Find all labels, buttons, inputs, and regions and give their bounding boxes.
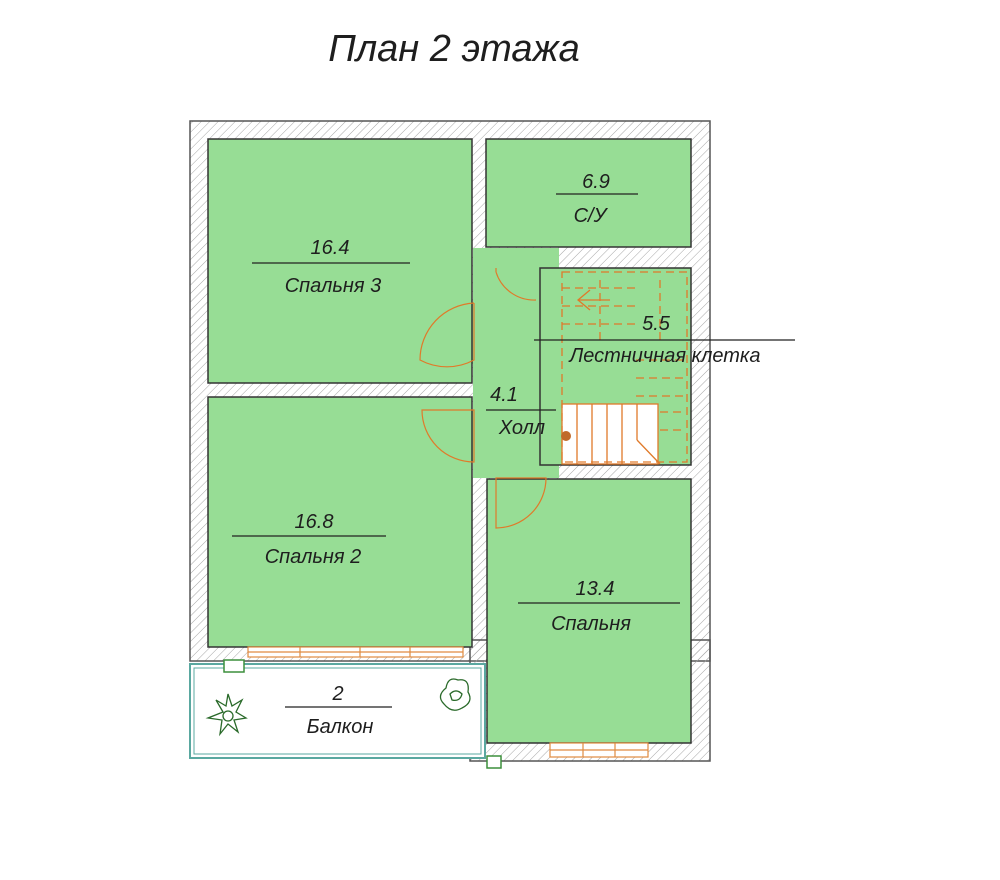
label-bathroom: 6.9 С/У xyxy=(556,171,638,227)
area-stairwell: 5.5 xyxy=(642,313,671,335)
area-bedroom: 13.4 xyxy=(576,578,615,600)
name-hall: Холл xyxy=(498,417,545,439)
room-bathroom xyxy=(485,138,692,248)
plan-title: План 2 этажа xyxy=(328,28,580,70)
name-bedroom3: Спальня 3 xyxy=(285,275,382,297)
name-stairwell: Лестничная клетка xyxy=(568,345,761,367)
name-balcony: Балкон xyxy=(307,716,374,738)
room-bedroom3 xyxy=(207,138,473,384)
plant-icon xyxy=(439,678,471,711)
area-hall: 4.1 xyxy=(490,384,518,406)
label-hall: 4.1 Холл xyxy=(486,384,556,439)
windows xyxy=(247,646,649,758)
label-bedroom3: 16.4 Спальня 3 xyxy=(252,237,410,297)
label-balcony: 2 Балкон xyxy=(285,683,392,738)
staircase xyxy=(561,271,688,465)
name-bedroom: Спальня xyxy=(551,613,631,635)
name-bathroom: С/У xyxy=(574,205,609,227)
label-stairwell: 5.5 Лестничная клетка xyxy=(534,313,795,367)
room-bedroom2 xyxy=(207,396,473,648)
area-bathroom: 6.9 xyxy=(582,171,610,193)
label-bedroom: 13.4 Спальня xyxy=(518,578,680,635)
room-bedroom xyxy=(486,478,692,744)
doors xyxy=(419,268,547,529)
balcony xyxy=(189,659,502,769)
label-bedroom2: 16.8 Спальня 2 xyxy=(232,511,386,568)
area-bedroom2: 16.8 xyxy=(295,511,334,533)
flower-icon xyxy=(205,693,248,737)
area-bedroom3: 16.4 xyxy=(311,237,350,259)
name-bedroom2: Спальня 2 xyxy=(265,546,362,568)
area-balcony: 2 xyxy=(331,683,343,705)
